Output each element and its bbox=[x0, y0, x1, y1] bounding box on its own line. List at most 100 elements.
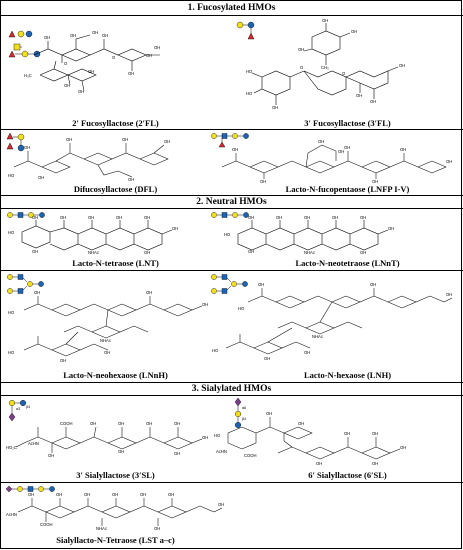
svg-text:OH: OH bbox=[338, 149, 344, 154]
svg-text:OH: OH bbox=[400, 445, 406, 450]
svg-text:OH: OH bbox=[248, 215, 254, 220]
svg-text:OH: OH bbox=[260, 179, 266, 184]
symbol-nomenclature: α3 β4 bbox=[8, 400, 30, 422]
structure-lnnt: HO OH OH OH OH OH OH NHAc OH OH bbox=[208, 210, 458, 255]
divider bbox=[0, 195, 463, 196]
svg-text:HO₂C: HO₂C bbox=[6, 445, 17, 450]
divider bbox=[0, 382, 463, 383]
caption-3sl: 3′ Sialyllactose (3′SL) bbox=[76, 470, 155, 480]
caption-lnh: Lacto-N-hexaose (LNH) bbox=[303, 370, 392, 380]
svg-text:OH: OH bbox=[32, 249, 38, 254]
svg-text:H₃C: H₃C bbox=[24, 73, 32, 78]
structure-2fl: OH OH OH OH O O OH OH OH H₃C OH OH OH bbox=[4, 17, 229, 117]
symbol-nomenclature bbox=[211, 212, 249, 218]
svg-text:OH: OH bbox=[154, 45, 160, 50]
structure-lst: OH OH OH OH OH OH OH AcHN COOH NHAc OH bbox=[4, 484, 229, 534]
symbol-nomenclature bbox=[211, 274, 248, 294]
structure-lnh: OH OH OH NHAc HO OH OH HO bbox=[208, 272, 458, 369]
svg-text:OH: OH bbox=[60, 358, 66, 363]
svg-text:OH: OH bbox=[38, 175, 44, 180]
svg-text:OH: OH bbox=[258, 282, 264, 287]
svg-text:CH₃: CH₃ bbox=[321, 65, 329, 70]
caption-2fl: 2′ Fucosyllactose (2′FL) bbox=[72, 118, 159, 128]
svg-text:OH: OH bbox=[84, 492, 90, 497]
svg-text:OH: OH bbox=[400, 147, 406, 152]
svg-text:OH: OH bbox=[446, 292, 452, 297]
svg-text:OH: OH bbox=[34, 290, 40, 295]
svg-text:OH: OH bbox=[88, 215, 94, 220]
caption-6sl: 6′ Sialyllactose (6′SL) bbox=[308, 470, 387, 480]
svg-text:OH: OH bbox=[128, 71, 134, 76]
svg-text:OH: OH bbox=[298, 421, 304, 426]
svg-text:HO: HO bbox=[214, 433, 221, 438]
svg-text:HO: HO bbox=[8, 310, 15, 315]
svg-text:OH: OH bbox=[351, 29, 357, 34]
svg-text:α3: α3 bbox=[16, 407, 20, 411]
section-header-sialylated: 3. Sialylated HMOs bbox=[191, 384, 272, 394]
svg-text:OH: OH bbox=[172, 226, 178, 231]
svg-text:OH: OH bbox=[174, 451, 180, 456]
svg-text:OH: OH bbox=[24, 145, 30, 150]
svg-text:HO: HO bbox=[212, 348, 219, 353]
svg-text:O: O bbox=[300, 65, 304, 70]
svg-text:HO: HO bbox=[8, 350, 15, 355]
symbol-nomenclature bbox=[6, 132, 25, 152]
divider bbox=[0, 395, 463, 396]
svg-text:OH: OH bbox=[122, 137, 128, 142]
svg-text:OH: OH bbox=[104, 350, 110, 355]
svg-text:OH: OH bbox=[70, 33, 76, 38]
svg-text:OH: OH bbox=[344, 145, 350, 150]
svg-text:OH: OH bbox=[174, 421, 180, 426]
svg-text:OH: OH bbox=[360, 250, 366, 255]
divider bbox=[0, 270, 463, 271]
svg-text:HO: HO bbox=[238, 306, 245, 311]
svg-text:OH: OH bbox=[88, 69, 94, 74]
structure-dfl: OH OH OH OH HO OH OH bbox=[4, 131, 229, 183]
svg-text:OH: OH bbox=[118, 421, 124, 426]
svg-text:OH: OH bbox=[102, 33, 108, 38]
svg-text:AcHN: AcHN bbox=[6, 512, 17, 517]
svg-text:β4: β4 bbox=[242, 417, 246, 421]
svg-text:OH: OH bbox=[144, 215, 150, 220]
svg-text:OH: OH bbox=[146, 53, 152, 58]
caption-lst: Sialyllacto-N-Tetraose (LST a–c) bbox=[56, 535, 175, 545]
svg-text:OH: OH bbox=[140, 492, 146, 497]
svg-text:HO: HO bbox=[8, 173, 15, 178]
svg-text:COOH: COOH bbox=[40, 522, 53, 527]
svg-text:OH: OH bbox=[248, 249, 254, 254]
divider bbox=[0, 208, 463, 209]
section-header-neutral: 2. Neutral HMOs bbox=[196, 197, 267, 207]
structure-lnnh: OH OH OH HO NHAc HO OH OH bbox=[4, 272, 229, 369]
symbol-nomenclature bbox=[5, 485, 55, 493]
svg-text:OH: OH bbox=[60, 215, 66, 220]
svg-text:OH: OH bbox=[232, 147, 238, 152]
svg-text:β4: β4 bbox=[26, 405, 30, 409]
svg-text:OH: OH bbox=[399, 63, 405, 68]
svg-text:OH: OH bbox=[116, 215, 122, 220]
svg-text:OH: OH bbox=[370, 99, 376, 104]
caption-lnt: Lacto-N-tetraose (LNT) bbox=[72, 258, 159, 268]
svg-text:OH: OH bbox=[28, 492, 34, 497]
svg-text:OH: OH bbox=[146, 290, 152, 295]
svg-text:OH: OH bbox=[322, 18, 328, 23]
structure-lnt: HO OH OH OH OH OH OH NHAc OH OH bbox=[4, 210, 229, 255]
svg-text:OH: OH bbox=[32, 215, 38, 220]
caption-dfl: Difucosyllactose (DFL) bbox=[73, 184, 158, 194]
svg-text:OH: OH bbox=[318, 139, 324, 144]
svg-text:OH: OH bbox=[372, 461, 378, 466]
svg-text:OH: OH bbox=[304, 350, 310, 355]
svg-text:OH: OH bbox=[128, 177, 134, 182]
svg-text:OH: OH bbox=[92, 30, 98, 35]
svg-text:COOH: COOH bbox=[244, 453, 257, 458]
svg-text:O: O bbox=[64, 61, 68, 66]
symbol-nomenclature bbox=[236, 21, 255, 40]
svg-text:OH: OH bbox=[164, 139, 170, 144]
svg-text:O: O bbox=[112, 55, 116, 60]
svg-text:OH: OH bbox=[202, 302, 208, 307]
svg-text:OH: OH bbox=[344, 431, 350, 436]
svg-text:HO: HO bbox=[8, 230, 15, 235]
symbol-nomenclature: α6 β4 bbox=[234, 397, 246, 429]
svg-text:HO: HO bbox=[246, 69, 253, 74]
symbol-nomenclature bbox=[7, 274, 44, 294]
